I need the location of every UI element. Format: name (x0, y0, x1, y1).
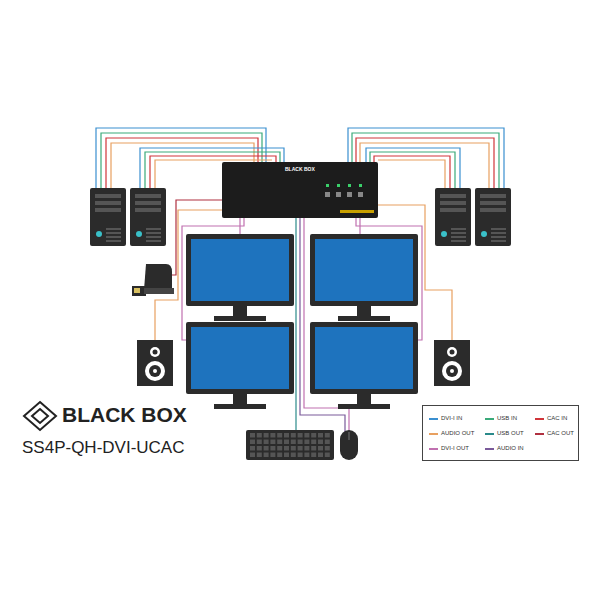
key (298, 440, 303, 445)
legend-text: USB OUT (497, 430, 524, 436)
key (277, 440, 282, 445)
key (270, 446, 275, 451)
key (264, 446, 269, 451)
key (264, 433, 269, 438)
key (318, 453, 323, 458)
key (277, 446, 282, 451)
key (257, 440, 262, 445)
key (304, 433, 309, 438)
mouse (340, 430, 358, 460)
key (270, 453, 275, 458)
legend-swatch (485, 448, 494, 450)
key (250, 433, 255, 438)
key (257, 453, 262, 458)
key (250, 453, 255, 458)
key (284, 446, 289, 451)
legend-text: DVI-I OUT (441, 445, 469, 451)
legend-swatch (429, 433, 438, 435)
legend-text: CAC OUT (547, 430, 574, 436)
key (250, 446, 255, 451)
legend-swatch (429, 448, 438, 450)
legend-text: AUDIO OUT (441, 430, 474, 436)
legend-text: USB IN (497, 415, 517, 421)
key (257, 446, 262, 451)
key (270, 433, 275, 438)
legend-swatch (535, 433, 544, 435)
key (284, 433, 289, 438)
kvm-switch: BLACK BOX (222, 162, 378, 218)
key (304, 453, 309, 458)
brand-logo: BLACK BOX (62, 403, 187, 427)
key (291, 446, 296, 451)
legend-text: CAC IN (547, 415, 567, 421)
legend-swatch (485, 433, 494, 435)
key (318, 446, 323, 451)
key (277, 453, 282, 458)
key (298, 433, 303, 438)
cables (96, 128, 504, 432)
key (298, 453, 303, 458)
key (325, 440, 330, 445)
key (270, 440, 275, 445)
key (325, 433, 330, 438)
legend-box: DVI-I IN AUDIO OUT DVI-I OUT USB IN USB OUT A… (422, 405, 579, 461)
key (318, 433, 323, 438)
legend-swatch (429, 418, 438, 420)
key (291, 440, 296, 445)
key (311, 433, 316, 438)
keyboard (246, 430, 334, 460)
key (311, 446, 316, 451)
key (304, 446, 309, 451)
key (284, 453, 289, 458)
legend-swatch (535, 418, 544, 420)
key (311, 440, 316, 445)
cac-reader (132, 264, 174, 296)
key (318, 440, 323, 445)
key (325, 453, 330, 458)
legend-swatch (485, 418, 494, 420)
legend-text: DVI-I IN (441, 415, 462, 421)
key (264, 453, 269, 458)
key (284, 440, 289, 445)
key (291, 433, 296, 438)
key (304, 440, 309, 445)
key (264, 440, 269, 445)
model-number: SS4P-QH-DVI-UCAC (22, 438, 184, 458)
logo-icon (24, 402, 56, 430)
key (277, 433, 282, 438)
key (257, 433, 262, 438)
key (298, 446, 303, 451)
brand-text: BLACK BOX (285, 166, 315, 172)
key (250, 440, 255, 445)
legend-text: AUDIO IN (497, 445, 524, 451)
key (311, 453, 316, 458)
key (325, 446, 330, 451)
key (291, 453, 296, 458)
